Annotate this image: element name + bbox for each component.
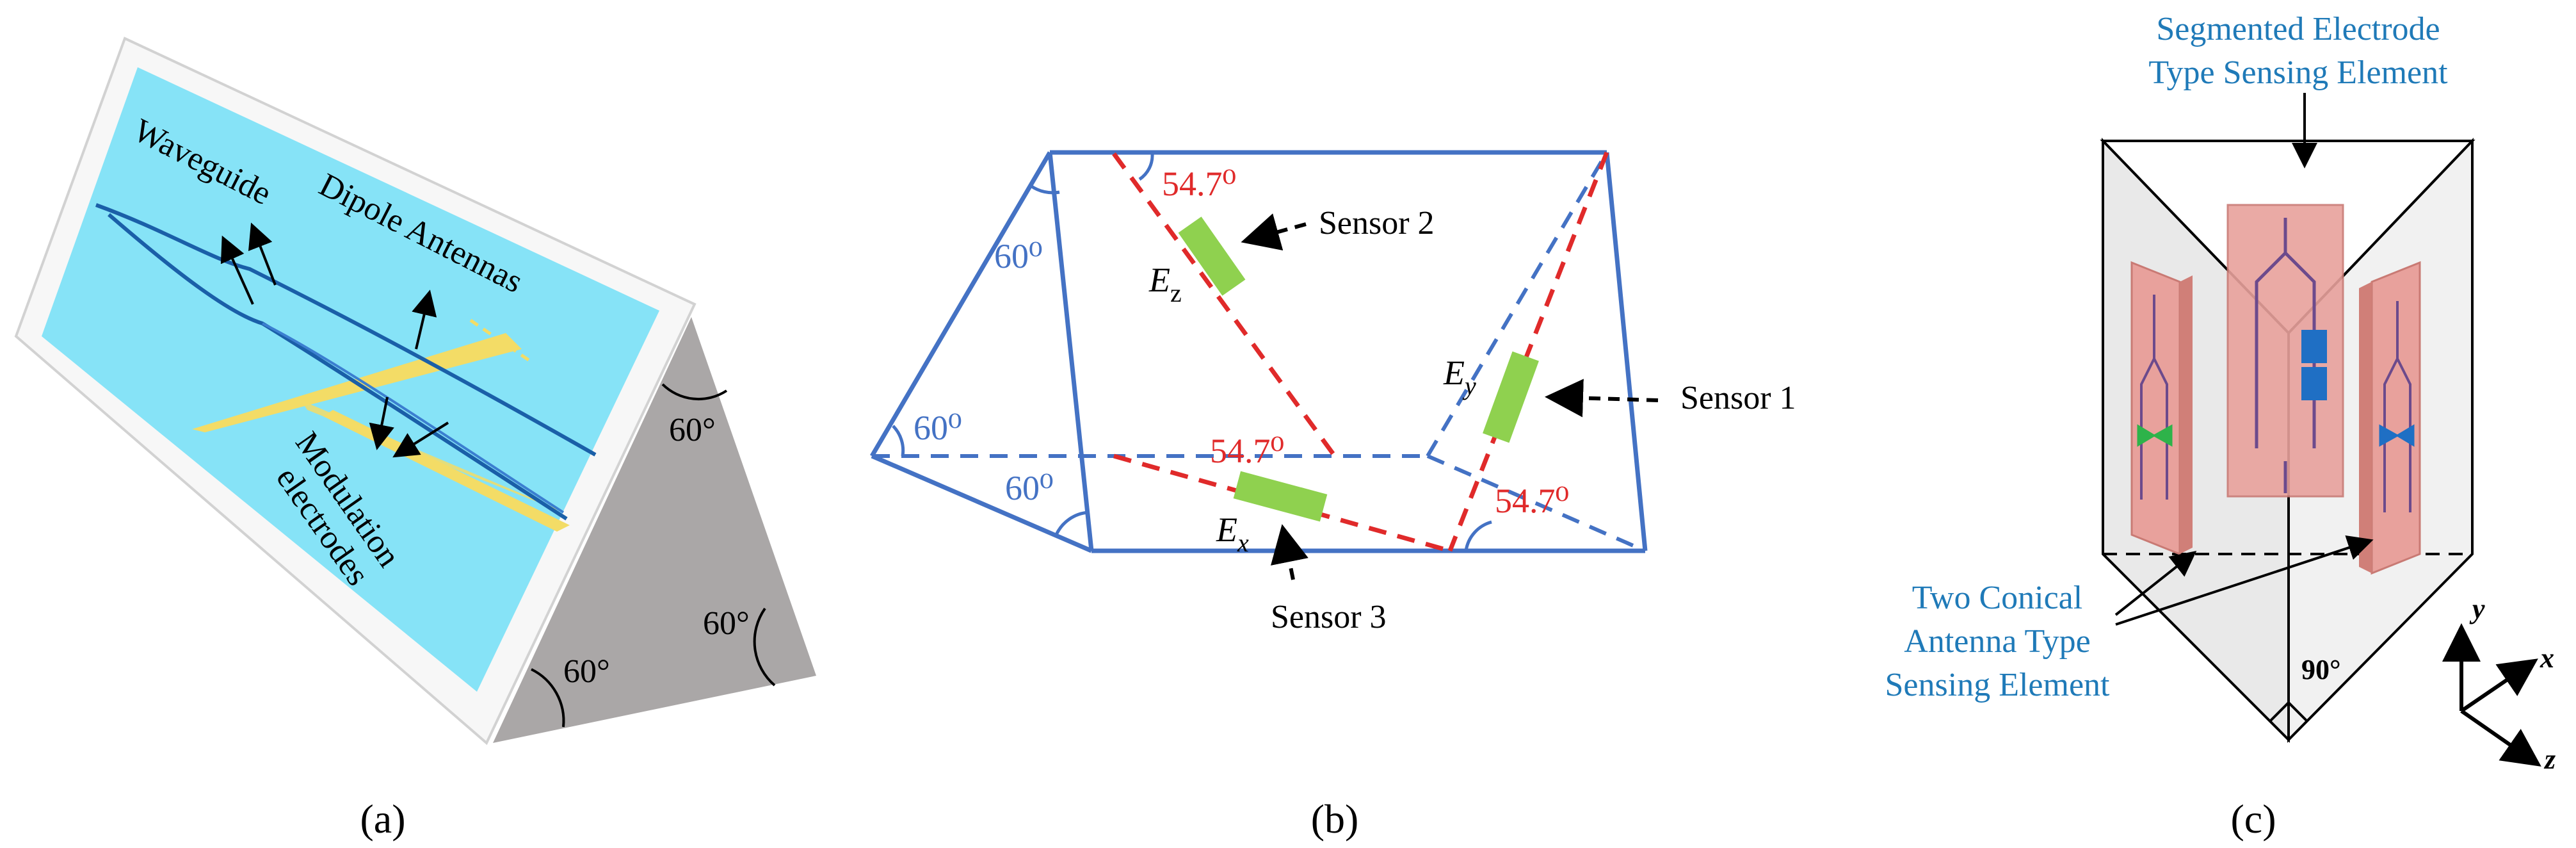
sensor-3-block	[1233, 471, 1328, 522]
electrode-arrow-2	[392, 421, 449, 458]
waveguide-arrow-2	[248, 222, 277, 286]
waveguide-lower	[108, 213, 568, 521]
angle-label-bottom: 60°	[563, 653, 610, 690]
prism-gray-face	[493, 317, 816, 743]
sensor-axes	[1112, 151, 1609, 553]
axis-y-label: y	[2469, 593, 2485, 624]
caption-c: (c)	[2230, 796, 2276, 842]
angle-arcs-b	[892, 153, 1492, 551]
segmented-electrode-label-line2: Type Sensing Element	[2148, 54, 2448, 91]
prism-hidden-edges	[872, 151, 1646, 553]
segmented-electrode-bottom	[2301, 367, 2327, 400]
right-plate-side	[2359, 282, 2372, 573]
angle-label-top: 60°	[669, 412, 716, 448]
angle-547-right: 54.7⁰	[1495, 482, 1569, 520]
panel-a: Waveguide Dipole Antennas Modulation ele…	[14, 37, 816, 842]
sensor-3-label: Sensor 3	[1271, 599, 1387, 635]
angle-547-top: 54.7⁰	[1162, 165, 1236, 203]
ex-label: Ex	[1216, 510, 1249, 557]
segmented-electrode-label-line1: Segmented Electrode	[2156, 11, 2440, 47]
electrode-arrow-1	[369, 396, 394, 450]
right-plate-traces	[2383, 301, 2411, 512]
left-plate-side	[2180, 275, 2193, 554]
axis-z-label: z	[2543, 744, 2556, 775]
ey-label: Ey	[1443, 354, 1476, 400]
left-plate	[2130, 261, 2181, 556]
dipole-dash	[469, 318, 533, 364]
angle-arc-right	[753, 607, 776, 687]
conical-antenna-label-line3: Sensing Element	[1885, 667, 2111, 703]
sensor-2-label: Sensor 2	[1319, 205, 1435, 241]
right-angle-marker	[2268, 701, 2309, 723]
panel-c: Segmented Electrode Type Sensing Element…	[1885, 11, 2556, 842]
sensor-1-label: Sensor 1	[1680, 380, 1796, 416]
sensor-1-block	[1483, 351, 1539, 443]
panel-b: 54.7⁰ 54.7⁰ 54.7⁰ 60⁰ 60⁰ 60⁰ Sensor 2 S…	[869, 150, 1796, 842]
segmented-electrode-top	[2301, 330, 2327, 363]
caption-a: (a)	[360, 796, 405, 842]
conical-antenna-label-line2: Antenna Type	[1904, 623, 2090, 660]
angle-label-right: 60°	[703, 605, 750, 642]
axis-x-label: x	[2540, 642, 2554, 674]
left-conical-antenna	[2137, 424, 2173, 447]
waveguide-lower-b	[262, 322, 565, 514]
caption-b: (b)	[1311, 796, 1359, 842]
axes-c	[2442, 623, 2541, 767]
prism-frame	[869, 150, 1648, 553]
angle-60-c: 60⁰	[1005, 469, 1054, 507]
angle-arc-top	[661, 383, 728, 401]
angle-60-a: 60⁰	[994, 237, 1043, 275]
angle-547-mid: 54.7⁰	[1210, 432, 1284, 470]
modulation-electrode-strip	[301, 400, 563, 512]
angle-60-b: 60⁰	[914, 409, 962, 447]
left-label-arrow-2	[2115, 535, 2374, 626]
waveguide-upper	[95, 203, 597, 457]
left-label-arrow-1	[2114, 551, 2197, 616]
dipole-arrow	[412, 289, 437, 350]
right-plate	[2371, 261, 2421, 575]
right-conical-antenna	[2379, 424, 2415, 447]
sensor-2-block	[1178, 216, 1246, 296]
conical-antenna-label-line1: Two Conical	[1912, 580, 2082, 616]
right-angle-label: 90°	[2301, 654, 2341, 685]
angle-arc-bottom	[531, 668, 565, 728]
ez-label: Ez	[1148, 261, 1182, 307]
waveguide-arrow-1	[220, 235, 254, 305]
sensor-callouts	[1241, 213, 1659, 580]
